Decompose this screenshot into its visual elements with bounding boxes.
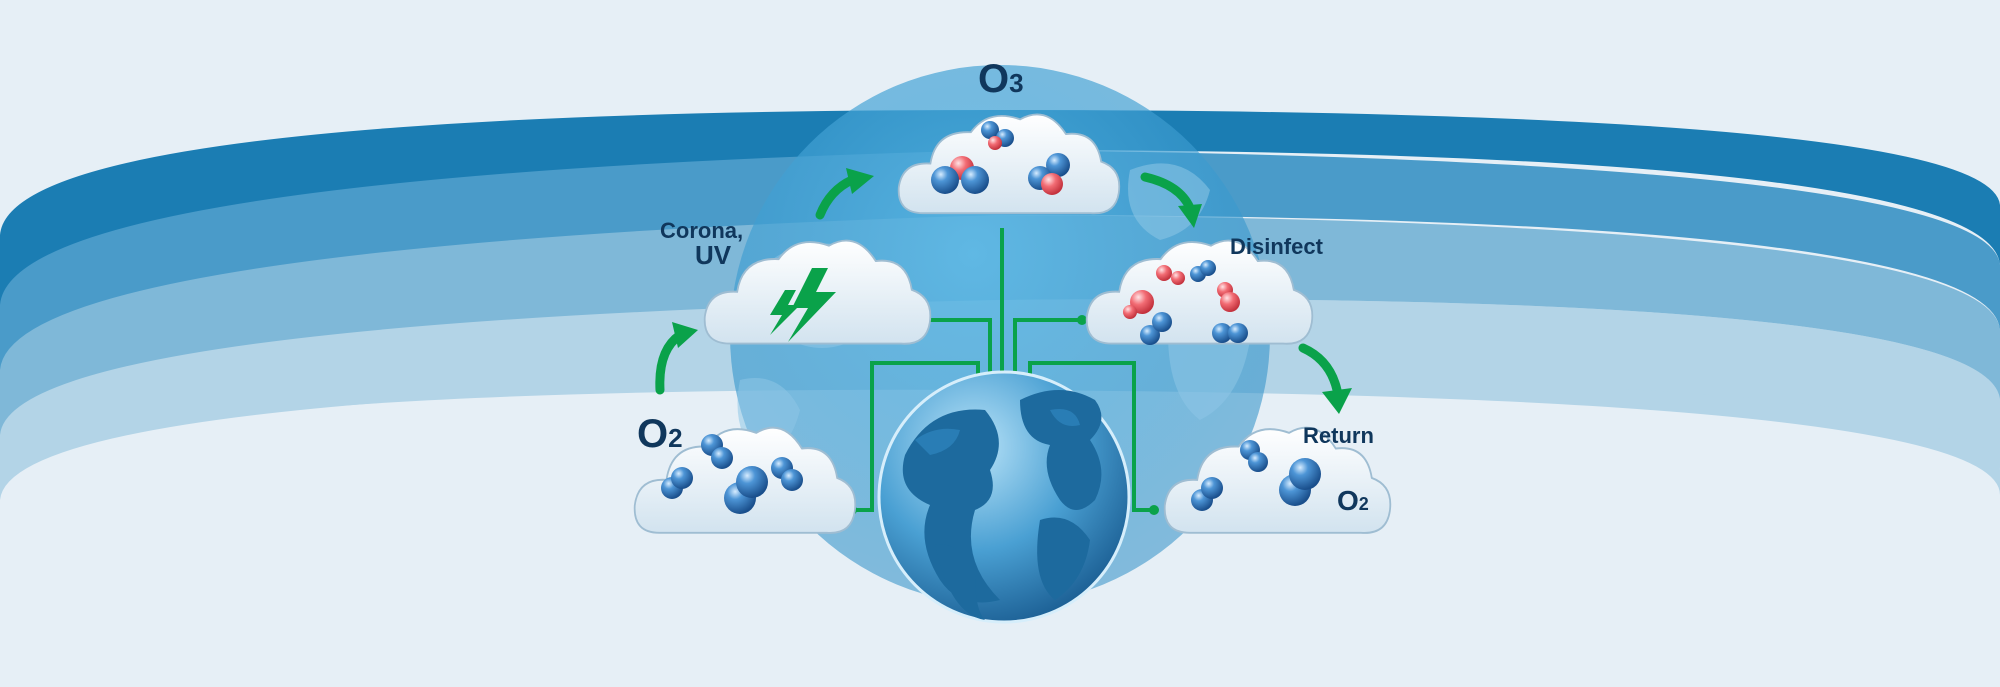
o2-right-molecules bbox=[1191, 440, 1321, 511]
return-label: Return bbox=[1303, 423, 1374, 448]
o2-left-label: O2 bbox=[637, 412, 683, 456]
band-light bbox=[0, 215, 2000, 435]
o2-left-molecules bbox=[661, 434, 803, 514]
o3-label: O3 bbox=[978, 57, 1024, 101]
earth-globe-icon bbox=[877, 370, 1131, 624]
connector-lines bbox=[850, 228, 1156, 512]
disinfect-molecules bbox=[1123, 260, 1248, 345]
band-pale-fill bbox=[0, 299, 2000, 500]
band-pale bbox=[0, 364, 2000, 495]
corona-label-line2: UV bbox=[695, 240, 732, 270]
atmosphere-bands bbox=[0, 110, 2000, 500]
lightning-icon bbox=[770, 268, 836, 342]
arrow-heads bbox=[672, 168, 1352, 414]
disinfect-label: Disinfect bbox=[1230, 234, 1324, 259]
band-dark bbox=[0, 110, 2000, 305]
o2-right-label: O2 bbox=[1337, 485, 1369, 516]
corona-label-line1: Corona, bbox=[660, 218, 743, 243]
o3-molecules bbox=[931, 121, 1070, 195]
band-mid bbox=[0, 150, 2000, 370]
